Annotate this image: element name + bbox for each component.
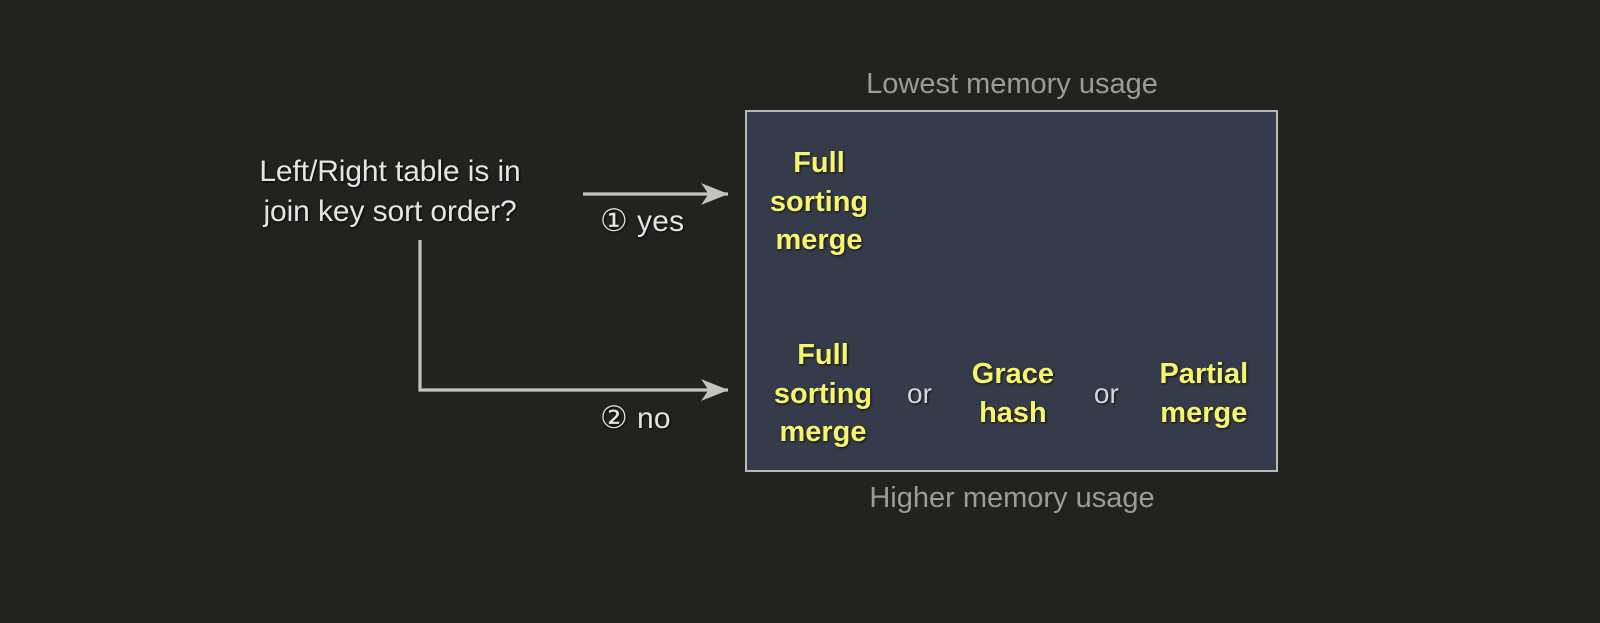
caption-lowest-memory: Lowest memory usage (866, 68, 1158, 100)
option-grace-hash: Grace hash (971, 358, 1055, 429)
branch-text-no: no (637, 402, 671, 435)
option-partial-merge: Partial merge (1159, 358, 1249, 429)
conjunction-or-2: or (1093, 378, 1119, 409)
decision-question: Left/Right table is in join key sort ord… (259, 155, 521, 228)
result-row-unsorted: Full sorting merge or Grace hash or Part… (747, 324, 1276, 464)
conjunction-or-1: or (907, 378, 932, 409)
branch-marker-1: ① (600, 203, 628, 238)
connector-no (418, 240, 729, 401)
branch-text-yes: yes (637, 205, 685, 238)
option-full-sorting-merge-unsorted: Full sorting merge (773, 339, 873, 449)
branch-label-no: ② no (600, 402, 671, 434)
branch-label-yes: ① yes (600, 205, 684, 237)
branch-marker-2: ② (600, 400, 628, 435)
caption-higher-memory: Higher memory usage (869, 482, 1155, 514)
option-full-sorting-merge-sorted: Full sorting merge (769, 147, 869, 257)
results-panel: Full sorting merge Full sorting merge or… (745, 110, 1278, 472)
result-row-sorted: Full sorting merge (747, 132, 1276, 272)
